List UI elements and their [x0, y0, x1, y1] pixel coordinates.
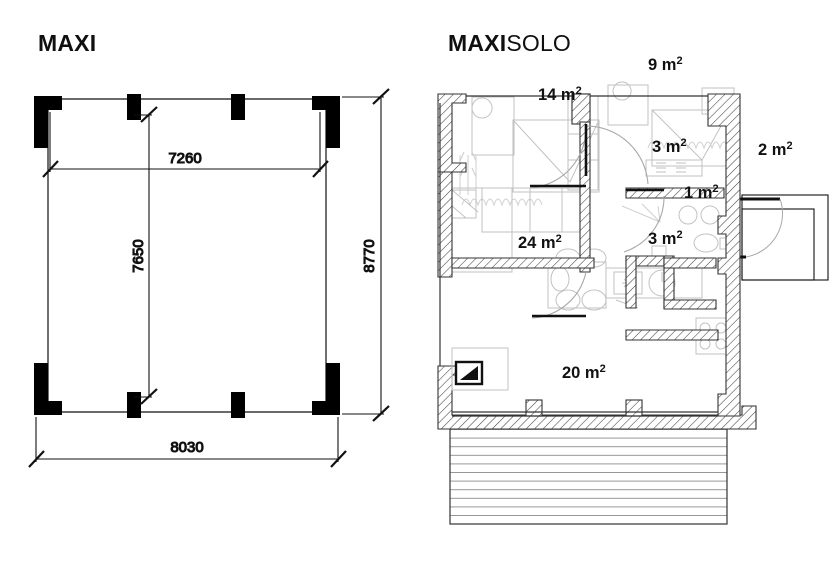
wall-ext-top-left — [437, 93, 467, 173]
dim-8770-tick-top — [372, 88, 390, 105]
fireplace-fill — [460, 366, 478, 380]
dim-8030-tick-right — [330, 450, 347, 468]
dim-label-8030: 8030 — [170, 439, 203, 456]
wardrobe-hatch — [647, 141, 729, 150]
terrace-area — [449, 419, 728, 525]
shelf-hallway — [645, 159, 703, 177]
post-bottom-2 — [231, 392, 245, 418]
room-label-terrace: 20 m2 — [562, 363, 606, 382]
wall-sill-mullion-1 — [525, 399, 543, 417]
wall-int-bath-left — [625, 255, 637, 309]
room-label-storage-outside: 2 m2 — [758, 140, 793, 159]
dim-7650-tick-bottom — [140, 388, 158, 405]
door-swing-hallway — [585, 125, 649, 185]
dim-7260-tick-left — [42, 160, 59, 178]
chair-bedroom-large — [471, 97, 493, 119]
desk-bedroom-small — [607, 84, 649, 126]
maxisolo-floorplan: 14 m2 9 m2 3 m2 2 m2 1 m2 3 m2 2 — [437, 55, 829, 525]
wall-int-living-bedroom — [451, 257, 595, 269]
dim-8770-tick-bottom — [372, 405, 390, 422]
dining-chair-5 — [550, 266, 570, 292]
dimension-8030 — [28, 417, 347, 468]
post-top-2 — [231, 94, 245, 120]
chair-bedroom-small — [612, 81, 632, 101]
door-swing-bedroom-large — [529, 125, 587, 189]
dimension-7650 — [134, 106, 158, 405]
bath-toilet — [693, 233, 719, 253]
dim-label-8770: 8770 — [361, 239, 378, 272]
dim-label-7650: 7650 — [130, 239, 147, 272]
left-panel-maxi: MAXI — [28, 30, 390, 468]
sofa-seat — [481, 187, 587, 233]
right-title-bold: MAXI — [448, 30, 507, 56]
wall-ext-left-mid — [437, 171, 453, 278]
shelf-lines — [656, 162, 686, 173]
window-lines — [439, 95, 718, 417]
dining-chair-4 — [581, 289, 607, 311]
wall-sill-mullion-2 — [625, 399, 643, 417]
wall-int-vertical-centre — [579, 121, 591, 273]
right-title-light: SOLO — [506, 30, 572, 56]
fireplace-unit — [451, 347, 509, 391]
dimension-7260 — [42, 112, 329, 178]
corner-posts — [34, 96, 340, 415]
dim-8030-tick-left — [28, 450, 45, 468]
wc-toilet-bowl — [700, 205, 720, 225]
room-label-bathroom: 3 m2 — [648, 229, 683, 248]
post-bottom-1 — [127, 392, 141, 418]
kitchen-counter — [605, 267, 703, 299]
sofa-cushion-lines — [451, 189, 479, 219]
dim-label-7260: 7260 — [168, 150, 201, 167]
left-title-bold: MAXI — [38, 30, 97, 56]
post-top-1 — [127, 94, 141, 120]
wall-int-wc-top — [663, 257, 717, 269]
room-label-bedroom-small: 9 m2 — [648, 55, 683, 74]
post-corner-bottom-right — [312, 363, 340, 415]
bed-bedroom-large — [512, 119, 600, 193]
right-panel-title: MAXISOLO — [448, 30, 571, 57]
wall-int-wc-bottom — [663, 299, 717, 310]
desk-bedroom-large — [471, 96, 515, 156]
left-panel-title: MAXI — [38, 30, 96, 57]
storage-2m2-outline — [738, 194, 829, 281]
room-label-wc: 1 m2 — [684, 183, 719, 202]
post-corner-bottom-left — [34, 363, 62, 415]
storage-door-swing — [745, 198, 783, 258]
wall-int-bath-bottom — [625, 329, 719, 341]
room-label-bedroom-large: 14 m2 — [538, 85, 582, 104]
wall-ext-right — [707, 93, 741, 417]
stair-arrow — [621, 203, 661, 223]
dining-chair-3 — [555, 289, 581, 311]
plant-left — [459, 151, 477, 195]
room-labels: 14 m2 9 m2 3 m2 2 m2 1 m2 3 m2 2 — [518, 55, 793, 382]
right-panel-maxisolo: MAXISOLO — [420, 0, 840, 567]
frame-beams — [47, 98, 327, 413]
dim-7260-tick-right — [312, 160, 329, 178]
door-swings — [529, 125, 665, 319]
wc-basin — [678, 205, 698, 225]
furniture-layer — [449, 81, 735, 355]
post-corner-top-left — [34, 96, 62, 148]
dim-7650-tick-top — [140, 106, 158, 123]
fireplace-hearth — [451, 347, 509, 391]
maxi-frame-drawing: 7260 7650 8770 — [28, 88, 390, 468]
intermediate-posts — [127, 94, 245, 418]
dining-table — [547, 261, 607, 309]
room-label-living-kitchen: 24 m2 — [518, 233, 562, 252]
kitchen-sink-bowl — [648, 269, 676, 297]
room-label-hallway: 3 m2 — [652, 137, 687, 156]
door-swing-wc — [623, 195, 665, 253]
post-corner-top-right — [312, 96, 340, 148]
door-leaves — [530, 124, 664, 318]
dimension-8770 — [342, 88, 390, 422]
armchair — [449, 189, 477, 219]
